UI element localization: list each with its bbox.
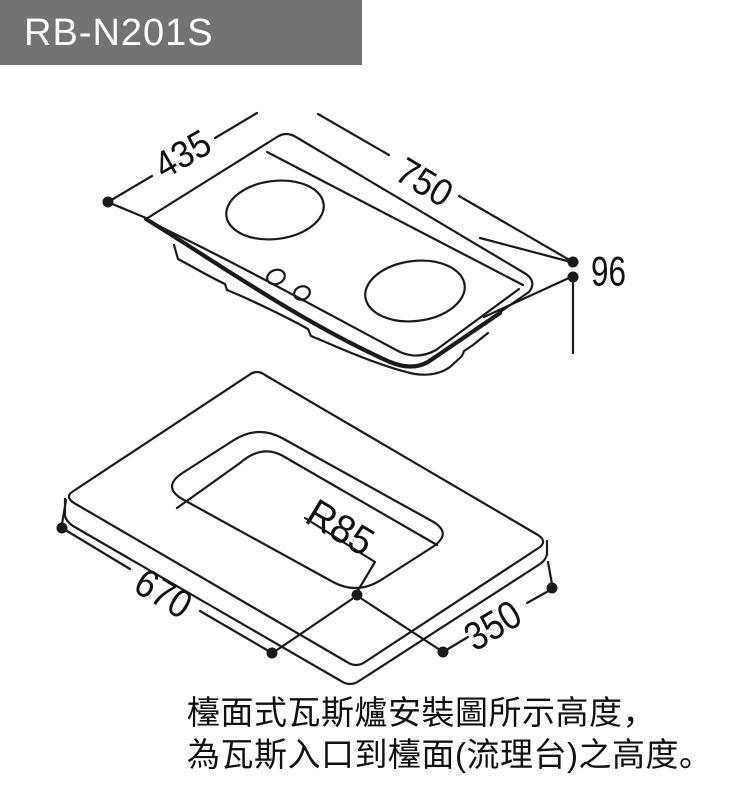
leader-dot xyxy=(351,589,363,601)
dimension-dot xyxy=(437,646,449,658)
cooktop-front-bevel-line xyxy=(148,220,521,357)
dimension-dot xyxy=(567,271,579,283)
burner-right xyxy=(364,259,466,323)
dim-label-cutout-depth-350: 350 xyxy=(457,592,529,660)
installation-note: 檯面式瓦斯爐安裝圖所示高度， 為瓦斯入口到檯面(流理台)之高度。 xyxy=(187,692,747,775)
burner-left xyxy=(225,179,325,241)
dimension-dot xyxy=(546,582,558,594)
model-header-bar: RB-N201S xyxy=(0,0,362,65)
countertop-drawing xyxy=(63,370,549,686)
countertop-top-face xyxy=(67,370,545,667)
cooktop-front-edge xyxy=(143,216,503,369)
cooktop-back-bevel-line xyxy=(265,150,525,287)
installation-note-line1: 檯面式瓦斯爐安裝圖所示高度， xyxy=(187,694,656,731)
dimension-670 xyxy=(56,498,354,659)
control-knob-right xyxy=(293,285,311,301)
dimension-435 xyxy=(102,111,259,220)
dimension-dot xyxy=(102,196,114,208)
dimension-96 xyxy=(478,236,579,355)
dim-label-width-750: 750 xyxy=(388,150,459,216)
control-knob-left xyxy=(266,268,286,286)
cutout-inner-wall-line xyxy=(175,450,439,547)
cutout-opening-outline xyxy=(170,430,444,590)
dimension-750 xyxy=(316,112,579,268)
countertop-thickness-edge xyxy=(63,497,549,686)
cooktop-base-outline xyxy=(172,243,490,376)
cooktop-drawing xyxy=(143,132,534,376)
model-number-label: RB-N201S xyxy=(24,11,214,54)
corner-radius-leader xyxy=(303,516,377,601)
dimension-dot xyxy=(567,256,579,268)
installation-note-line2: 為瓦斯入口到檯面(流理台)之高度。 xyxy=(187,735,713,773)
dim-label-corner-radius-R85: R85 xyxy=(299,491,382,565)
dimension-350 xyxy=(360,560,558,658)
dim-label-depth-435: 435 xyxy=(147,122,218,187)
dimension-dot xyxy=(56,522,68,534)
dim-label-height-96: 96 xyxy=(591,248,626,295)
dimension-dot xyxy=(266,647,278,659)
